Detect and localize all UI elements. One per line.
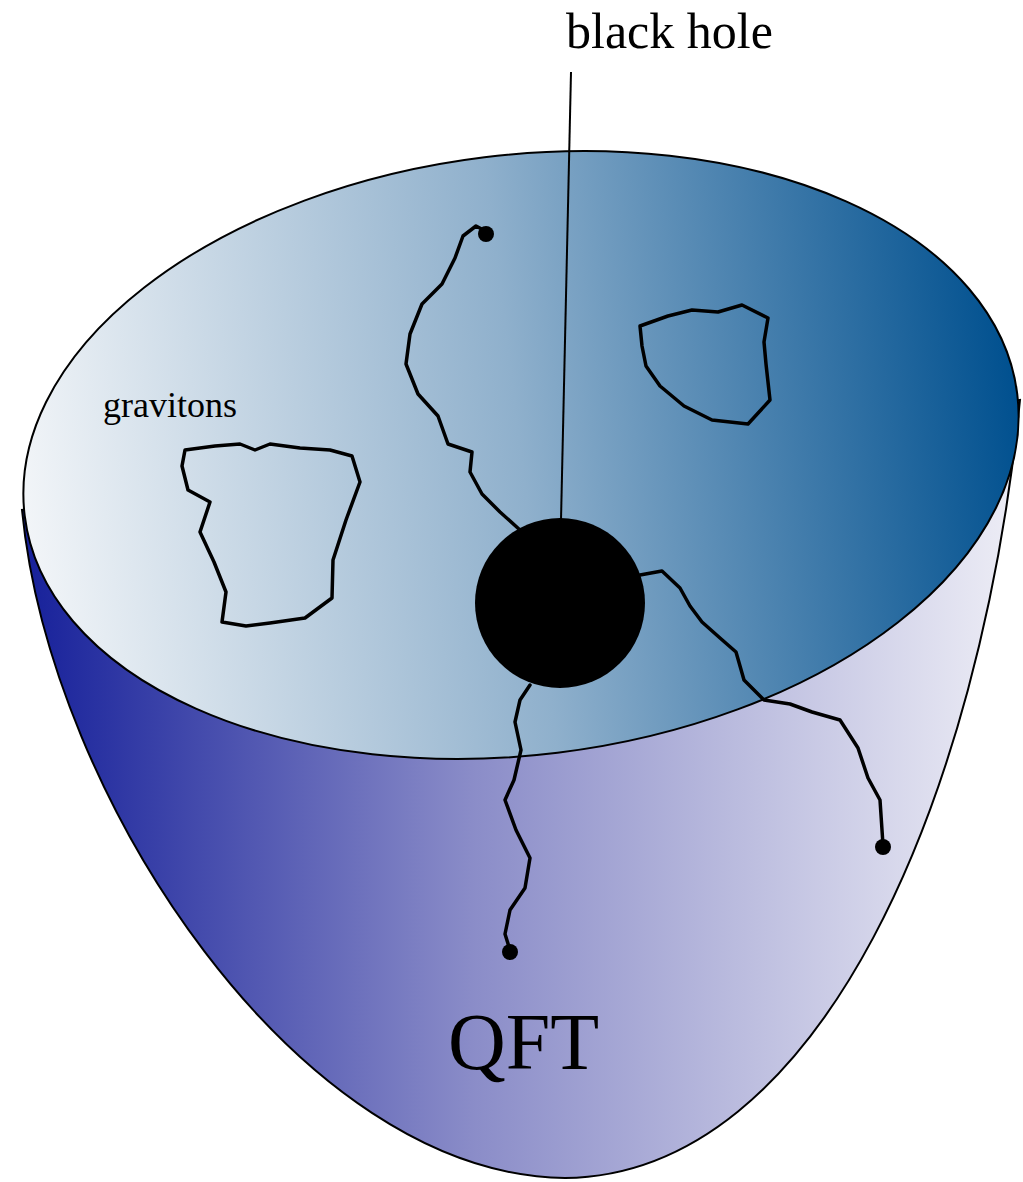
- label-text: black hole: [566, 4, 773, 59]
- string-endpoint: [875, 839, 891, 855]
- open-string: [406, 226, 520, 530]
- string-endpoint: [478, 226, 494, 242]
- label-text: QFT: [448, 998, 599, 1086]
- closed-string: [640, 305, 770, 424]
- closed-string: [182, 444, 360, 626]
- black-hole: [475, 518, 645, 688]
- leader-line: [561, 72, 571, 520]
- bowl-rim: [0, 96, 1023, 813]
- string-endpoint: [502, 944, 518, 960]
- label-text: gravitons: [103, 386, 237, 426]
- open-string: [640, 571, 883, 845]
- open-string: [505, 685, 530, 950]
